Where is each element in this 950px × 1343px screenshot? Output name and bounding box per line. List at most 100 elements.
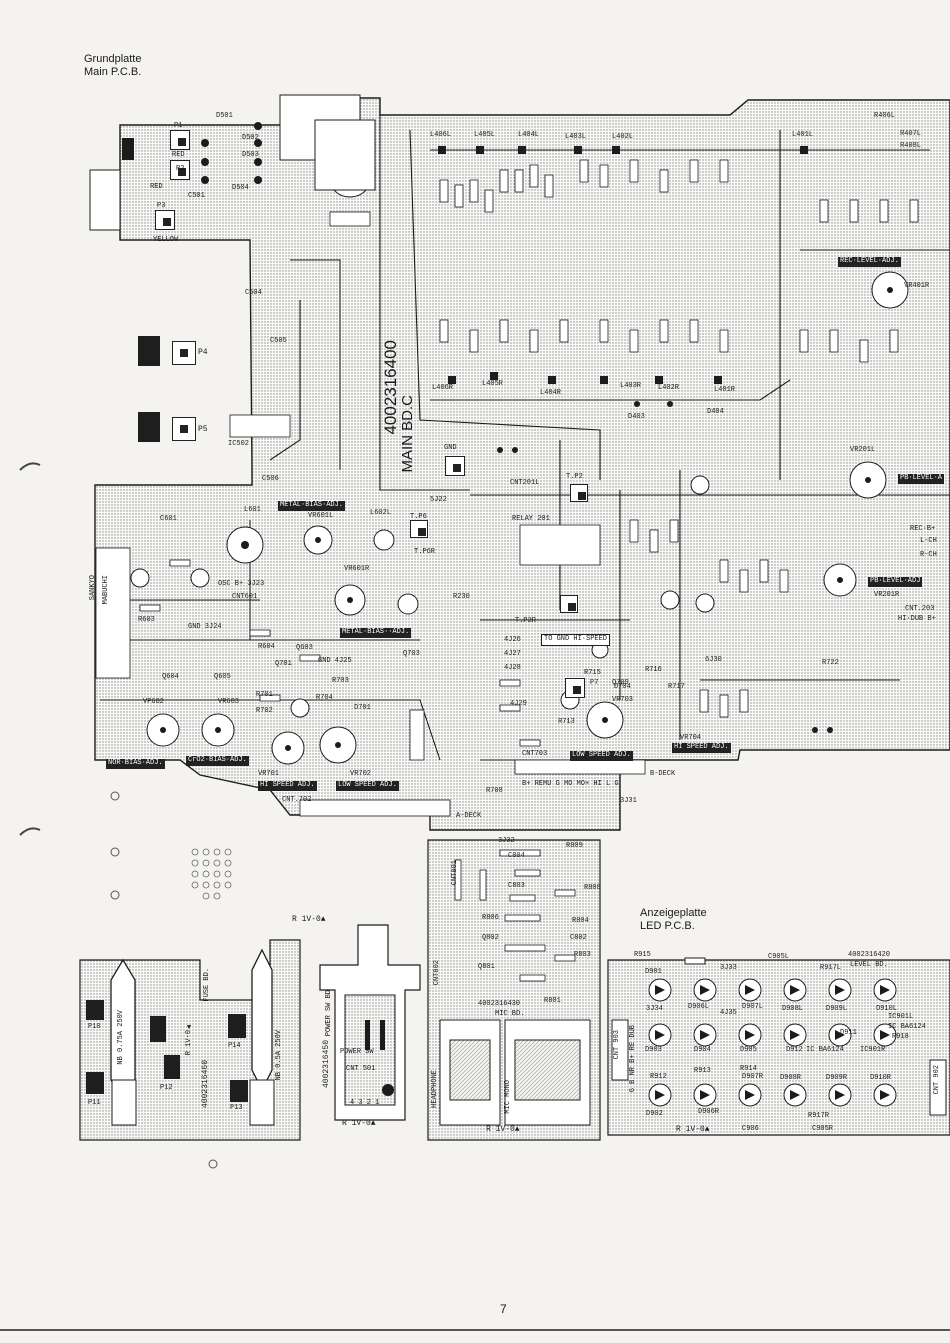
label-gnd4j25: GND 4J25 — [318, 657, 352, 665]
label-cnt903-pins: G B NR B+ RE DUB — [629, 1025, 637, 1093]
label-cnt501: CNT 501 — [346, 1065, 376, 1073]
label-p3: P3 — [157, 202, 166, 210]
label-l402r: L402R — [658, 384, 680, 392]
label-d701: D701 — [354, 704, 371, 712]
label-vr601r: VR601R — [344, 565, 370, 573]
label-r803: R803 — [574, 951, 591, 959]
label-q801: Q801 — [478, 963, 495, 971]
label-q802: Q802 — [482, 934, 499, 942]
label-pb-level-side: PB·LEVEL·A — [898, 474, 945, 484]
label-mabuchi: MABUCHI — [102, 575, 110, 605]
pad-p4 — [172, 341, 196, 365]
label-fuse2: NB 0.5A 250V — [275, 1030, 283, 1081]
pad-p10-black — [86, 1000, 104, 1020]
label-d904: D904 — [694, 1046, 711, 1054]
label-d906l: D906L — [688, 1003, 710, 1011]
label-d911: D911 — [840, 1029, 857, 1037]
mounting-holes — [110, 791, 218, 1169]
label-low-speed-1: LOW SPEED ADJ. — [336, 781, 399, 791]
label-hi-dub: HI·DUB B+ — [898, 615, 936, 623]
label-vr701: VR701 — [258, 770, 280, 778]
led-diodes — [655, 985, 890, 1100]
label-p14: P14 — [228, 1042, 241, 1050]
main-components — [95, 159, 919, 817]
label-p1: P1 — [174, 122, 183, 130]
label-power-sw: POWER SW — [340, 1048, 374, 1056]
label-ul-mark-5: R 1V-0▲ — [676, 1125, 710, 1134]
label-c501: C501 — [188, 192, 205, 200]
label-r913: R913 — [694, 1067, 711, 1075]
label-cnt802: CNT802 — [433, 960, 441, 986]
label-d907r: D907R — [742, 1073, 764, 1081]
label-d907l: D907L — [742, 1003, 764, 1011]
label-power-sw-number: 4002316450 — [322, 1040, 331, 1089]
label-r801: R801 — [544, 997, 561, 1005]
label-l401l: L401L — [792, 131, 814, 139]
label-p11: P11 — [88, 1099, 101, 1107]
label-cro2-bias: CrO2·BIAS·ADJ. — [186, 756, 249, 766]
label-d501: D501 — [216, 112, 233, 120]
label-p12: P12 — [160, 1084, 173, 1092]
label-d910l: D910L — [876, 1005, 898, 1013]
label-c505: C505 — [270, 337, 287, 345]
label-tp6: T.P6 — [410, 513, 427, 521]
label-j32: 3J32 — [498, 837, 515, 845]
label-relay: RELAY 201 — [512, 515, 550, 523]
label-tp2: T.P2 — [566, 473, 583, 481]
main-pcb-title-en: Main P.C.B. — [84, 66, 142, 78]
label-r230: R230 — [453, 593, 470, 601]
label-j30: 6J30 — [705, 656, 722, 664]
label-mic-bd-name: MIC BD. — [495, 1010, 525, 1018]
label-d909r: D909R — [826, 1074, 848, 1082]
connector-block — [89, 169, 121, 231]
label-red1: RED — [172, 151, 185, 159]
label-q701: Q701 — [275, 660, 292, 668]
label-r806: R806 — [482, 914, 499, 922]
label-q604: Q604 — [162, 673, 179, 681]
pad-p12b — [164, 1055, 180, 1079]
dot-grid — [191, 848, 232, 900]
pad-p3 — [155, 210, 175, 230]
led-pcb-title-de: Anzeigeplatte — [640, 907, 707, 919]
label-q603: Q603 — [296, 644, 313, 652]
label-hi-speed-1: HI SPEED ADJ. — [258, 781, 317, 791]
label-sankyo: SANKYO — [89, 575, 97, 601]
label-r917r: R917R — [808, 1112, 830, 1120]
label-cnt203: CNT.203 — [905, 605, 935, 613]
label-cnt702: CNT.702 — [282, 796, 312, 804]
label-vr201: VR201L — [850, 446, 876, 454]
label-bremu: B+ REMU G MO MO+ HI L G — [522, 780, 619, 788]
label-q709: Q709 — [612, 679, 629, 687]
label-osc: OSC B+ 3J23 — [218, 580, 265, 588]
label-tp2r: T.P2R — [515, 617, 537, 625]
label-ul-mark-4: R 1V-0▲ — [486, 1125, 520, 1134]
label-cnt703: CNT703 — [522, 750, 548, 758]
label-l402l: L402L — [612, 133, 634, 141]
pad-tp6 — [410, 520, 428, 538]
label-led-board-name: LEVEL BD. — [850, 961, 888, 969]
label-ic-ba6124-1: IC BA6124 — [806, 1046, 844, 1054]
label-r704: R704 — [316, 694, 333, 702]
label-c905r: C905R — [812, 1125, 834, 1133]
label-metal-bias-2: METAL·BIAS··ADJ. — [340, 628, 412, 638]
label-ic901r: IC901R — [860, 1046, 886, 1054]
label-l403r: L403R — [620, 382, 642, 390]
label-j22: 5J22 — [430, 496, 447, 504]
label-p7: P7 — [590, 679, 599, 687]
label-vr704: VR704 — [680, 734, 702, 742]
led-board-outline — [607, 959, 950, 1136]
label-r701: R701 — [256, 691, 273, 699]
label-b-deck: B-DECK — [650, 770, 676, 778]
label-gnd3j24: GND 3J24 — [188, 623, 222, 631]
label-j26: 4J26 — [504, 636, 521, 644]
label-power-sw-name: POWER SW BD — [325, 990, 333, 1037]
label-ul-mark-1: R 1V-0▲ — [292, 915, 326, 924]
label-vr702: VR702 — [350, 770, 372, 778]
label-a-deck: A-DECK — [456, 812, 482, 820]
label-r809: R809 — [566, 842, 583, 850]
label-r918: R918 — [892, 1033, 909, 1041]
label-cnt501-pins: 4 3 2 1 — [350, 1099, 380, 1107]
label-j29: 4J29 — [510, 700, 527, 708]
label-r708: R708 — [486, 787, 503, 795]
label-l405l: L405L — [474, 131, 496, 139]
